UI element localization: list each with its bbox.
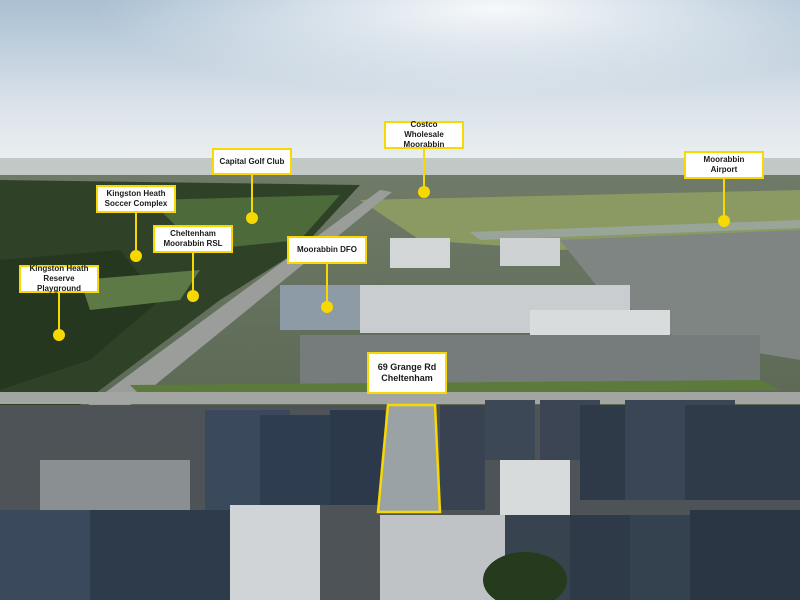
dfo-roof [280,285,370,330]
subject-property-roof [378,405,440,512]
tree-cover-left [0,180,360,450]
horizon-haze [0,158,800,180]
subject-property-outline [376,403,442,514]
tree-foreground [483,552,567,600]
foreground-roofs [0,400,800,600]
